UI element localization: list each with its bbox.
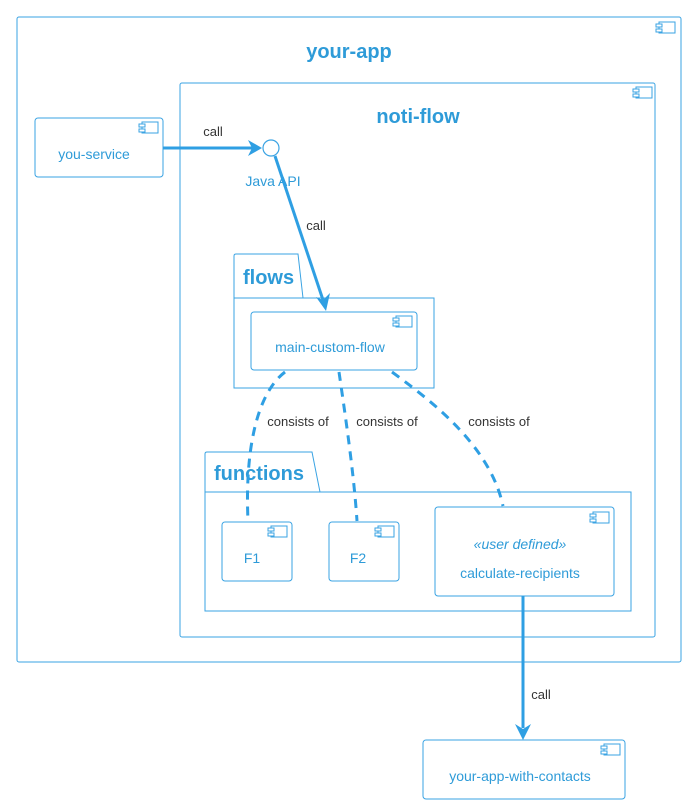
f1-component[interactable]: F1 <box>221 521 293 582</box>
edge-consists-f1: consists of <box>246 370 329 522</box>
component-icon <box>267 525 288 538</box>
main-custom-flow-component[interactable]: main-custom-flow <box>250 311 418 371</box>
edge-call-service-api: call <box>163 124 262 156</box>
edge-label: call <box>306 218 326 233</box>
edge-call-api-flow: call <box>273 155 330 311</box>
you-service-label: you-service <box>58 146 130 162</box>
edge-consists-f2: consists of <box>337 371 418 522</box>
calculate-recipients-label: calculate-recipients <box>460 565 580 581</box>
java-api-label: Java API <box>245 173 300 189</box>
your-app-with-contacts-label: your-app-with-contacts <box>449 768 591 784</box>
component-icon <box>392 315 413 328</box>
f1-label: F1 <box>244 550 261 566</box>
arrowhead-icon <box>316 293 330 311</box>
arrowhead-icon <box>248 140 262 156</box>
f2-component[interactable]: F2 <box>328 521 400 582</box>
component-icon <box>600 743 621 756</box>
component-icon <box>138 121 159 134</box>
your-app-with-contacts-component[interactable]: your-app-with-contacts <box>422 739 626 800</box>
component-icon <box>655 21 676 34</box>
user-defined-stereotype: «user defined» <box>474 536 567 552</box>
component-icon <box>374 525 395 538</box>
main-custom-flow-label: main-custom-flow <box>275 339 386 355</box>
component-icon <box>632 86 653 99</box>
calculate-recipients-component[interactable]: «user defined» calculate-recipients <box>434 506 615 597</box>
you-service-component[interactable]: you-service <box>34 117 164 178</box>
component-icon <box>589 511 610 524</box>
noti-flow-title: noti-flow <box>376 106 460 128</box>
interface-circle-icon <box>262 139 280 157</box>
edge-label: call <box>531 687 551 702</box>
arrowhead-icon <box>515 724 531 740</box>
f2-label: F2 <box>350 550 367 566</box>
edge-call-calc-contacts: call <box>515 596 551 740</box>
flows-title: flows <box>243 267 294 289</box>
edge-label: consists of <box>356 414 418 429</box>
functions-title: functions <box>214 463 304 485</box>
edge-label: call <box>203 124 223 139</box>
your-app-title: your-app <box>306 41 392 63</box>
edge-label: consists of <box>267 414 329 429</box>
java-api-interface[interactable]: Java API <box>245 139 301 189</box>
edge-label: consists of <box>468 414 530 429</box>
edge-consists-calc: consists of <box>391 370 530 507</box>
